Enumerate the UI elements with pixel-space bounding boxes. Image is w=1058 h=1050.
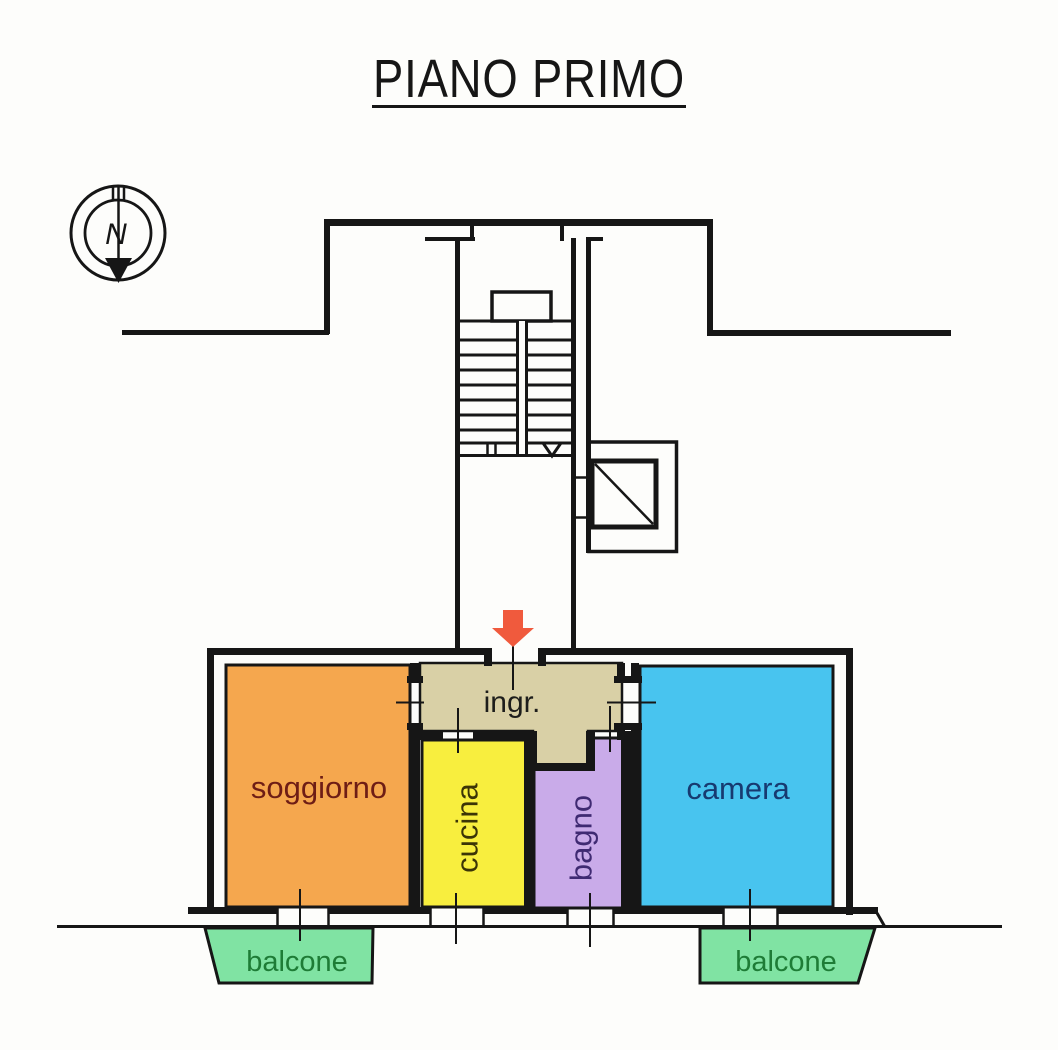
label-balcone-left: balcone <box>246 946 348 978</box>
opening-marks <box>276 646 887 947</box>
label-soggiorno: soggiorno <box>251 770 387 805</box>
apartment-walls <box>57 648 1002 928</box>
compass-north-icon <box>69 184 167 283</box>
room-cucina <box>420 738 528 909</box>
upper-building-walls <box>122 219 951 651</box>
entrance-arrow-icon <box>492 610 534 647</box>
label-balcone-right: balcone <box>735 946 837 978</box>
elevator-lobby <box>587 440 679 554</box>
compass-needle <box>105 258 132 283</box>
label-cucina: cucina <box>450 782 485 872</box>
staircase <box>458 290 571 459</box>
stair-landing <box>490 290 553 323</box>
rooms-layer <box>203 661 878 985</box>
label-bagno: bagno <box>564 795 599 881</box>
floor-title-text: PIANO PRIMO <box>373 49 685 109</box>
label-ingresso: ingr. <box>484 686 541 719</box>
page-title: PIANO PRIMO <box>372 49 686 109</box>
stair-direction-arrow <box>541 442 563 459</box>
elevator <box>576 440 679 554</box>
compass-n-label: N <box>105 218 127 251</box>
title-underline <box>372 105 686 108</box>
room-camera <box>638 664 835 909</box>
label-camera: camera <box>686 771 790 806</box>
